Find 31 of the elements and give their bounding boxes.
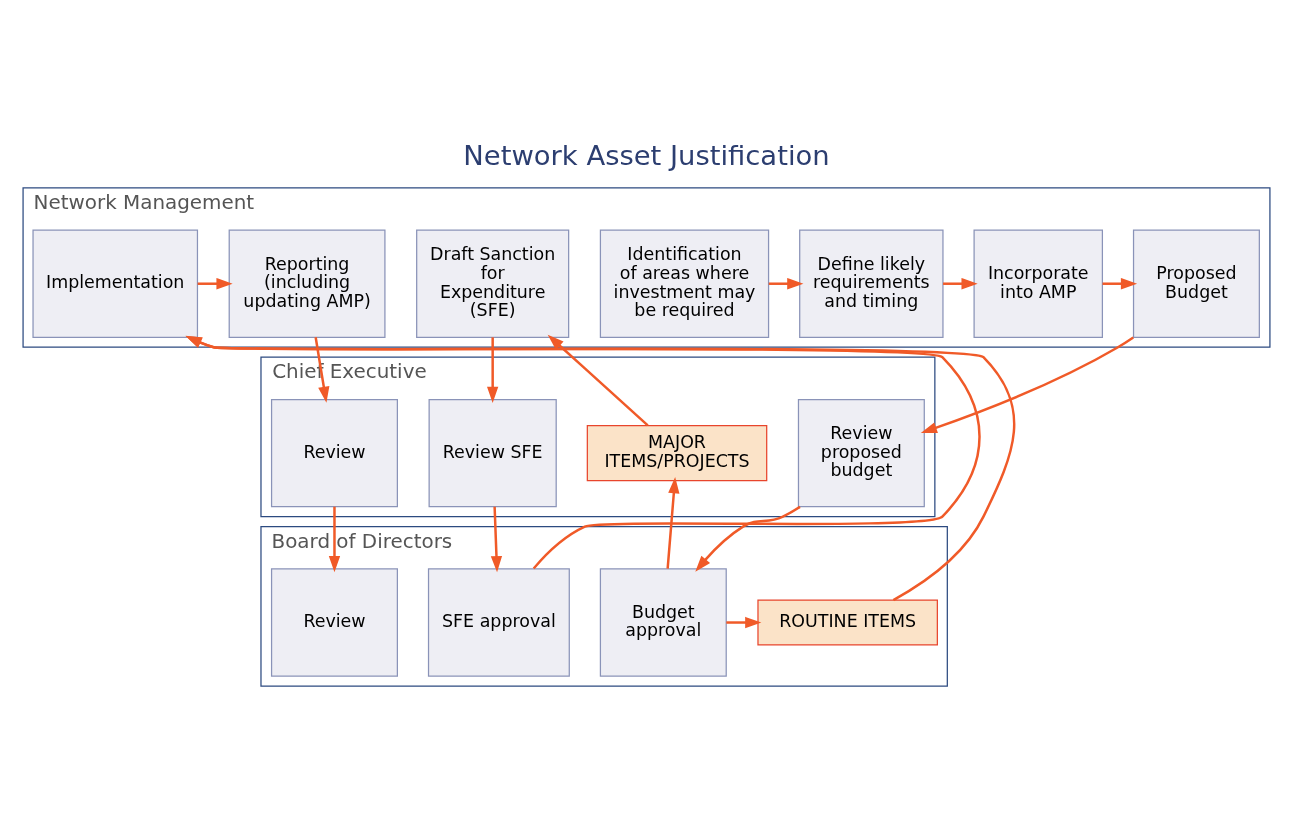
node-box: Identification of areas where investment may be required (599, 229, 770, 338)
node-box: Review (270, 398, 398, 508)
arrow (1102, 278, 1138, 290)
node-box: SFE approval (427, 568, 570, 677)
arrow (768, 278, 804, 290)
node-box: ROUTINE ITEMS (757, 599, 938, 646)
node-box: Incorporate into AMP (973, 229, 1103, 338)
arrow (490, 506, 503, 573)
node-box: Proposed Budget (1132, 229, 1260, 338)
node-box: Define likely requirements and timing (799, 229, 944, 338)
node-box: Review SFE (428, 398, 557, 508)
arrow (666, 477, 680, 569)
node-box: Budget approval (599, 568, 727, 677)
arrow (726, 616, 762, 629)
arrow (487, 337, 499, 403)
arrow (547, 334, 649, 427)
node-box: Review (270, 568, 398, 677)
node-box: Draft Sanction for Expenditure (SFE) (416, 229, 570, 338)
arrow (185, 335, 1016, 602)
node-box: MAJOR ITEMS/PROJECTS (586, 425, 768, 482)
diagram-title: Network Asset Justification (463, 139, 830, 171)
node-box: Review proposed budget (797, 398, 925, 508)
arrow (328, 506, 341, 573)
arrow (943, 278, 978, 290)
node-box: Reporting (including updating AMP) (228, 229, 386, 338)
arrow (314, 337, 330, 403)
arrow (695, 505, 801, 572)
arrow (920, 336, 1134, 434)
node-box: Implementation (32, 229, 199, 338)
arrow (185, 335, 981, 570)
arrow (197, 278, 233, 290)
